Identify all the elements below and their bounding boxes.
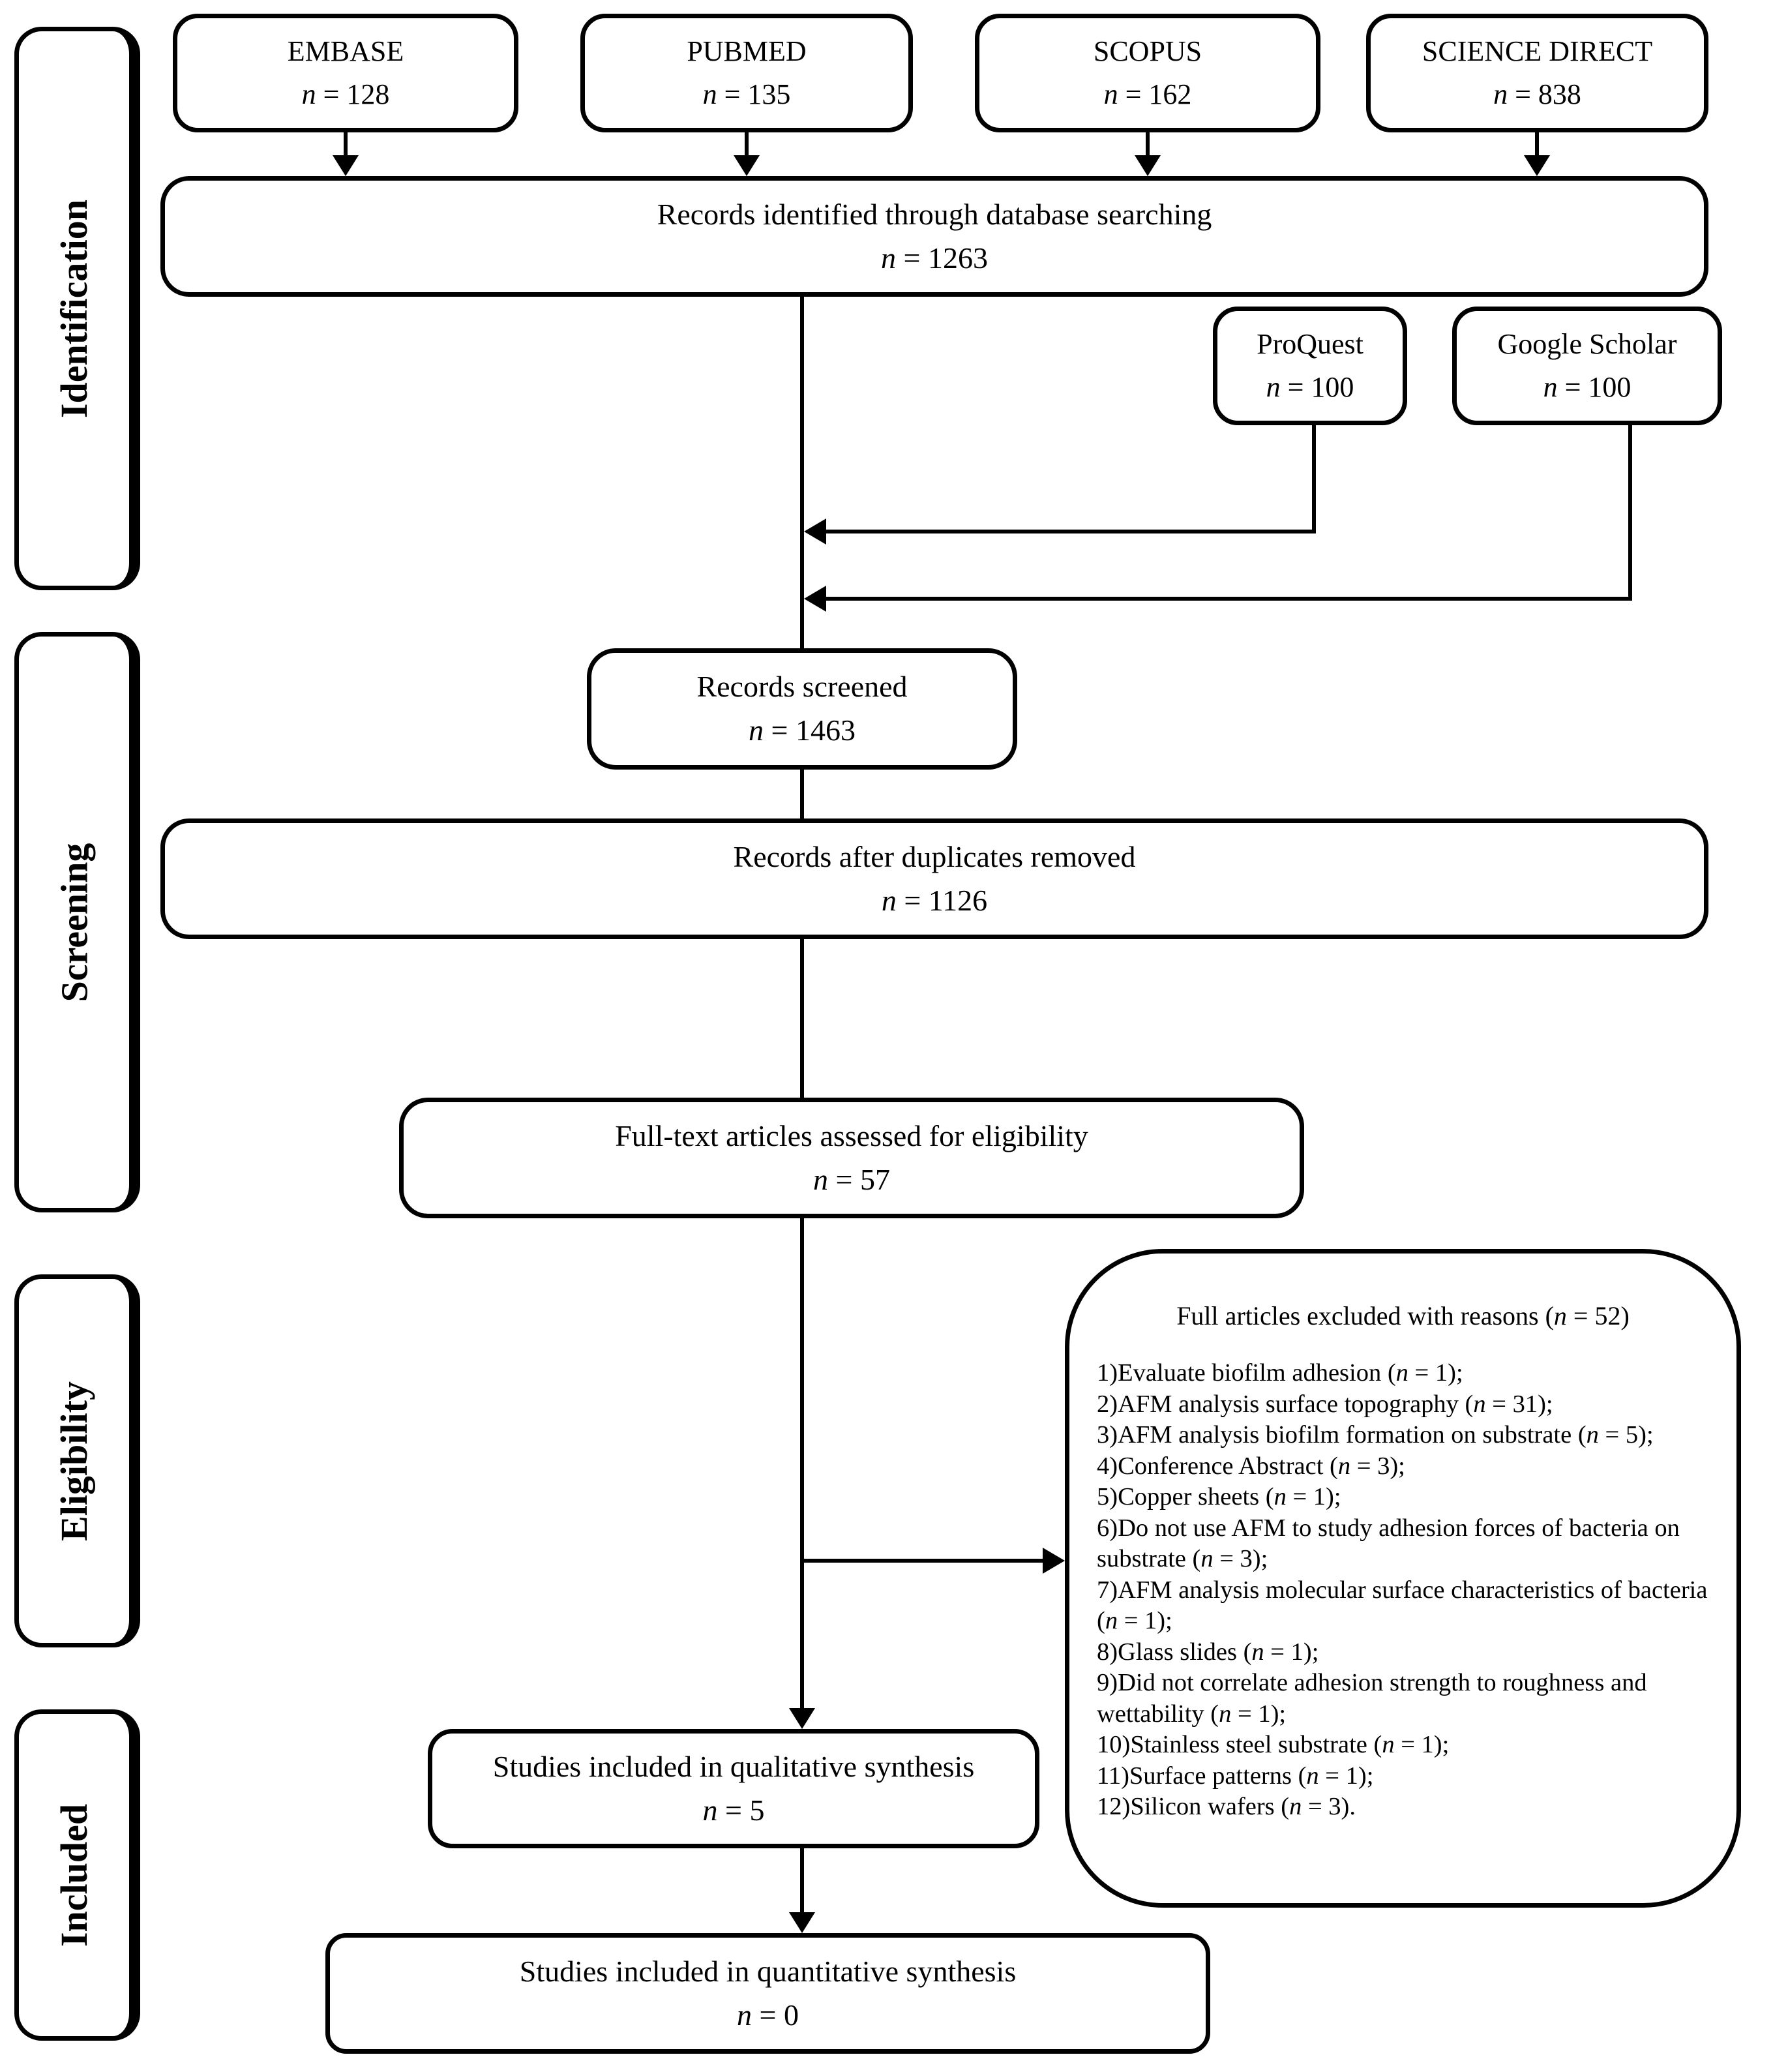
flowline-fulltext-to-qualitative bbox=[800, 1218, 804, 1709]
arrow-google-scholar-stem bbox=[1628, 425, 1632, 601]
source-embase-name: EMBASE bbox=[287, 35, 404, 67]
excluded-item: 8)Glass slides (n = 1); bbox=[1097, 1638, 1319, 1666]
excluded-item: 5)Copper sheets (n = 1); bbox=[1097, 1483, 1341, 1510]
excluded-item: 1)Evaluate biofilm adhesion (n = 1); bbox=[1097, 1359, 1463, 1387]
source-box-google-scholar: Google Scholar n = 100 bbox=[1452, 307, 1722, 425]
source-proquest-name: ProQuest bbox=[1257, 328, 1363, 360]
flowline-deduplicated-to-fulltext bbox=[800, 939, 804, 1098]
qualitative-label: Studies included in qualitative synthesi… bbox=[492, 1749, 975, 1783]
arrow-excluded-horizontal bbox=[802, 1559, 1043, 1563]
arrow-proquest-horizontal bbox=[826, 530, 1316, 533]
records-screened-count: n = 1463 bbox=[749, 713, 856, 747]
records-screened-label: Records screened bbox=[696, 670, 908, 704]
records-identified-count: n = 1263 bbox=[881, 241, 988, 275]
stage-identification: Identification bbox=[14, 27, 140, 590]
arrow-google-scholar-head-icon bbox=[804, 586, 826, 612]
stage-identification-label: Identification bbox=[53, 199, 95, 418]
source-box-embase: EMBASE n = 128 bbox=[173, 14, 518, 132]
source-box-pubmed: PUBMED n = 135 bbox=[580, 14, 913, 132]
source-pubmed-name: PUBMED bbox=[687, 35, 807, 67]
source-google-scholar-name: Google Scholar bbox=[1497, 328, 1677, 360]
excluded-item: 4)Conference Abstract (n = 3); bbox=[1097, 1452, 1405, 1480]
records-deduplicated-count: n = 1126 bbox=[881, 883, 988, 917]
stage-screening-label: Screening bbox=[53, 843, 95, 1002]
source-box-scopus: SCOPUS n = 162 bbox=[975, 14, 1320, 132]
stage-included-label: Included bbox=[53, 1803, 96, 1947]
source-science-direct-count: n = 838 bbox=[1493, 78, 1581, 110]
excluded-item: 12)Silicon wafers (n = 3). bbox=[1097, 1793, 1356, 1820]
node-records-identified: Records identified through database sear… bbox=[160, 176, 1708, 297]
excluded-item: 3)AFM analysis biofilm formation on subs… bbox=[1097, 1421, 1654, 1449]
source-box-proquest: ProQuest n = 100 bbox=[1213, 307, 1407, 425]
excluded-title: Full articles excluded with reasons (n =… bbox=[1176, 1301, 1630, 1330]
node-qualitative-synthesis: Studies included in qualitative synthesi… bbox=[428, 1729, 1039, 1848]
quantitative-count: n = 0 bbox=[737, 1998, 799, 2032]
arrow-google-scholar-horizontal bbox=[826, 597, 1632, 601]
stage-screening: Screening bbox=[14, 632, 140, 1212]
excluded-item: 2)AFM analysis surface topography (n = 3… bbox=[1097, 1390, 1553, 1418]
records-identified-label: Records identified through database sear… bbox=[657, 197, 1212, 231]
excluded-item: 6)Do not use AFM to study adhesion force… bbox=[1097, 1514, 1680, 1573]
source-embase-count: n = 128 bbox=[301, 78, 390, 110]
arrow-embase-head-icon bbox=[333, 155, 359, 176]
stage-eligibility-label: Eligibility bbox=[53, 1381, 96, 1541]
node-records-screened: Records screened n = 1463 bbox=[587, 648, 1017, 770]
fulltext-assessed-count: n = 57 bbox=[813, 1162, 890, 1196]
arrow-embase-stem bbox=[344, 132, 348, 157]
source-science-direct-name: SCIENCE DIRECT bbox=[1422, 35, 1653, 67]
arrow-pubmed-head-icon bbox=[734, 155, 760, 176]
excluded-item: 7)AFM analysis molecular surface charact… bbox=[1097, 1576, 1708, 1635]
source-google-scholar-count: n = 100 bbox=[1543, 371, 1631, 403]
stage-included: Included bbox=[14, 1709, 140, 2041]
fulltext-assessed-label: Full-text articles assessed for eligibil… bbox=[615, 1119, 1088, 1152]
stage-eligibility: Eligibility bbox=[14, 1274, 140, 1647]
node-records-deduplicated: Records after duplicates removed n = 112… bbox=[160, 818, 1708, 939]
excluded-items-list: 1)Evaluate biofilm adhesion (n = 1); 2)A… bbox=[1097, 1358, 1717, 1823]
arrow-scopus-head-icon bbox=[1135, 155, 1161, 176]
records-deduplicated-label: Records after duplicates removed bbox=[733, 839, 1136, 873]
excluded-item: 9)Did not correlate adhesion strength to… bbox=[1097, 1669, 1647, 1728]
arrow-proquest-stem bbox=[1312, 425, 1316, 533]
arrow-proquest-head-icon bbox=[804, 518, 826, 545]
quantitative-label: Studies included in quantitative synthes… bbox=[519, 1954, 1017, 1988]
source-proquest-count: n = 100 bbox=[1266, 371, 1354, 403]
arrow-science-direct-stem bbox=[1535, 132, 1539, 157]
qualitative-count: n = 5 bbox=[702, 1793, 765, 1827]
node-quantitative-synthesis: Studies included in quantitative synthes… bbox=[325, 1933, 1210, 2054]
arrow-pubmed-stem bbox=[745, 132, 749, 157]
source-pubmed-count: n = 135 bbox=[702, 78, 791, 110]
source-scopus-count: n = 162 bbox=[1103, 78, 1192, 110]
node-fulltext-assessed: Full-text articles assessed for eligibil… bbox=[399, 1098, 1304, 1218]
excluded-reasons-box: Full articles excluded with reasons (n =… bbox=[1065, 1249, 1741, 1908]
source-scopus-name: SCOPUS bbox=[1093, 35, 1202, 67]
arrow-quantitative-head-icon bbox=[789, 1912, 815, 1933]
excluded-item: 11)Surface patterns (n = 1); bbox=[1097, 1762, 1374, 1790]
source-box-science-direct: SCIENCE DIRECT n = 838 bbox=[1366, 14, 1708, 132]
flowline-identified-to-screened bbox=[800, 297, 804, 648]
arrow-excluded-head-icon bbox=[1043, 1548, 1065, 1574]
arrow-qualitative-head-icon bbox=[789, 1708, 815, 1729]
flowline-qualitative-to-quantitative bbox=[800, 1848, 804, 1913]
arrow-science-direct-head-icon bbox=[1524, 155, 1550, 176]
flowline-screened-to-deduplicated bbox=[800, 770, 804, 818]
arrow-scopus-stem bbox=[1146, 132, 1150, 157]
excluded-item: 10)Stainless steel substrate (n = 1); bbox=[1097, 1731, 1450, 1758]
